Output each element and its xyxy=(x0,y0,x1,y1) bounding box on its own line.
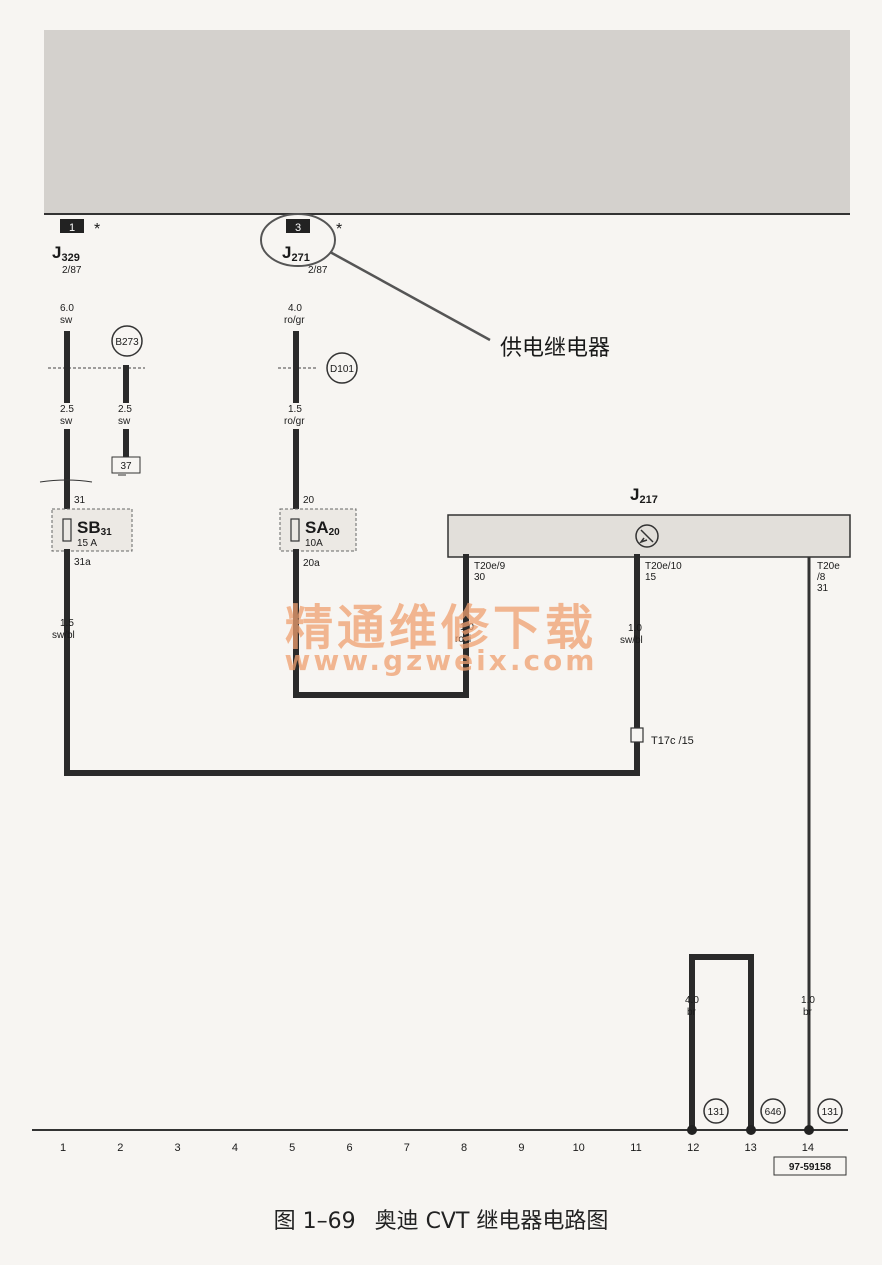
ecu-symbol-arrow-icon xyxy=(638,529,654,544)
ruler-number: 11 xyxy=(630,1142,641,1154)
ground-point-646-label: 646 xyxy=(765,1107,782,1118)
fuse-sb31-top-pin: 31 xyxy=(74,495,86,506)
ruler-number: 4 xyxy=(232,1142,238,1154)
ruler-number: 13 xyxy=(744,1142,756,1154)
ground-point-131-a-label: 131 xyxy=(708,1107,725,1118)
ruler-number: 10 xyxy=(573,1142,585,1154)
fuse-sa20-top-pin: 20 xyxy=(303,495,315,506)
ground-node-13 xyxy=(746,1125,756,1135)
fuse-sa20-bottom-pin: 20a xyxy=(303,558,320,569)
relay-1-name: J329 xyxy=(52,243,80,264)
fuse-sb31-name: SB31 xyxy=(77,518,112,538)
wire-ground-loop xyxy=(689,954,754,1133)
ground-point-646 xyxy=(760,1098,786,1124)
header-panel xyxy=(44,30,850,214)
relay-1-pin: 2/87 xyxy=(62,265,82,276)
doc-number-box xyxy=(773,1156,847,1176)
fuse-sa20-element xyxy=(290,518,300,542)
wire-sa20-to-j217 xyxy=(293,549,469,698)
fuse-sb31-rating: 15 A xyxy=(77,538,97,549)
ruler-number: 3 xyxy=(175,1142,181,1154)
relay-1-badge-text: 1 xyxy=(69,222,75,234)
wire-branch-curve xyxy=(39,479,93,483)
watermark-title: 精通维修下载 xyxy=(284,600,597,656)
ecu-name: J217 xyxy=(630,485,658,506)
figure-number: 图 1–69 xyxy=(273,1209,356,1234)
ecu-symbol-icon xyxy=(635,524,659,548)
fuse-sa20 xyxy=(279,508,357,552)
fuse-sb31-element xyxy=(62,518,72,542)
figure-title: 奥迪 CVT 继电器电路图 xyxy=(374,1209,609,1234)
ground-point-131-a xyxy=(703,1098,729,1124)
ruler-number: 8 xyxy=(461,1142,467,1154)
connector-t17c xyxy=(630,727,644,743)
ground-point-131-b xyxy=(817,1098,843,1124)
relay-1-badge xyxy=(60,219,84,233)
ruler-number: 2 xyxy=(117,1142,123,1154)
relay-2-name: J271 xyxy=(282,243,310,264)
relay-1-star: * xyxy=(94,221,100,238)
figure-caption: 图 1–69 奥迪 CVT 继电器电路图 xyxy=(0,1203,882,1235)
ruler-number: 12 xyxy=(687,1142,699,1154)
ground-node-14 xyxy=(804,1125,814,1135)
connector-box-37-label: 37 xyxy=(120,461,132,472)
ruler-number: 5 xyxy=(289,1142,295,1154)
connector-b273-label: B273 xyxy=(115,337,139,348)
wire-sb31-to-j217 xyxy=(64,737,640,776)
ground-point-131-b-label: 131 xyxy=(822,1107,839,1118)
connector-t17c-label: T17c /15 xyxy=(651,735,694,747)
connector-d101-label: D101 xyxy=(330,364,354,375)
connector-box-37 xyxy=(111,456,141,474)
relay-2-badge xyxy=(286,219,310,233)
callout-circle xyxy=(260,213,336,267)
doc-number: 97-59158 xyxy=(789,1162,832,1173)
fuse-sb31 xyxy=(51,508,133,552)
ruler-number: 7 xyxy=(404,1142,410,1154)
callout-label: 供电继电器 xyxy=(500,336,611,361)
ruler-number: 6 xyxy=(346,1142,352,1154)
ground-node-12 xyxy=(687,1125,697,1135)
ruler-number: 14 xyxy=(802,1142,814,1154)
connector-d101 xyxy=(326,352,358,384)
relay-2-star: * xyxy=(336,221,342,238)
ruler-number: 1 xyxy=(60,1142,66,1154)
fuse-sa20-rating: 10A xyxy=(305,538,323,549)
fuse-sa20-name: SA20 xyxy=(305,518,340,538)
relay-2-badge-text: 3 xyxy=(295,222,301,234)
fuse-sb31-bottom-pin: 31a xyxy=(74,557,91,568)
watermark-url: www.gzweix.com xyxy=(284,644,598,677)
connector-b273 xyxy=(111,325,143,357)
callout-leader xyxy=(329,250,491,342)
ruler-number: 9 xyxy=(518,1142,524,1154)
relay-2-pin: 2/87 xyxy=(308,265,328,276)
ecu-j217 xyxy=(447,514,851,558)
